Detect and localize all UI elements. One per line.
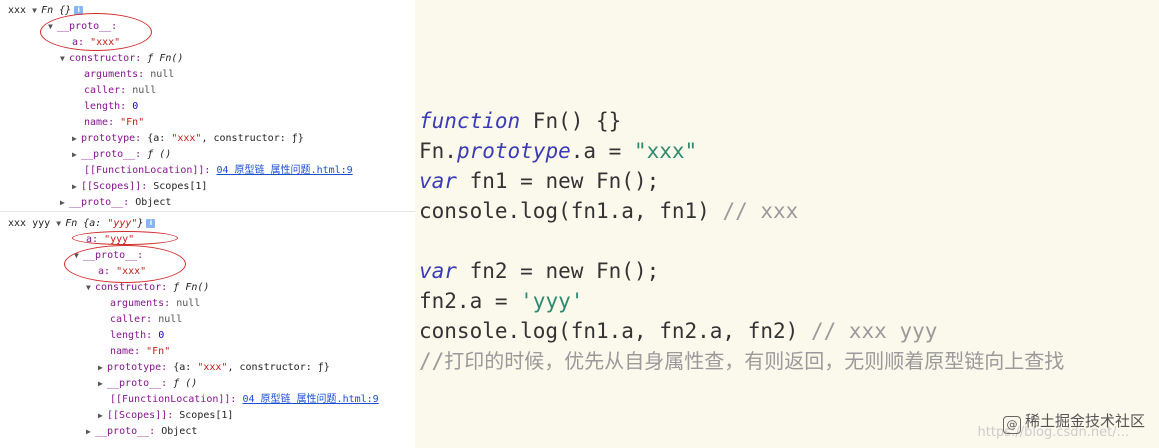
console-entry-2: xxx yyy ▼Fn {a: "yyy"}i a: "yyy" ▼__prot… xyxy=(0,213,415,448)
info-icon: i xyxy=(74,5,84,15)
juejin-logo-icon: @ xyxy=(1002,416,1021,434)
constructor-row[interactable]: ▼constructor: ƒ Fn() xyxy=(86,282,210,293)
prop-row: arguments: null xyxy=(110,298,201,309)
code-line-1: function Fn() {} xyxy=(419,109,622,133)
function-location-row: [[FunctionLocation]]: 04 原型链 属性问题.html:9 xyxy=(84,165,353,176)
console-entry-header[interactable]: xxx ▼ Fn {}i xyxy=(8,4,84,17)
prop-row: length: 0 xyxy=(84,101,139,112)
scopes-row[interactable]: ▶[[Scopes]]: Scopes[1] xyxy=(98,410,234,421)
object-summary: Fn {} xyxy=(41,5,72,16)
expand-triangle-icon[interactable]: ▶ xyxy=(72,182,77,191)
scopes-row[interactable]: ▶[[Scopes]]: Scopes[1] xyxy=(72,181,208,192)
log-label: xxx yyy xyxy=(8,218,51,229)
console-entry-1: xxx ▼Fn {}i ▼__proto__: a: "xxx" ▼constr… xyxy=(0,0,415,212)
annotation-circle xyxy=(72,231,178,245)
expand-triangle-icon[interactable]: ▼ xyxy=(56,219,62,228)
prop-row: caller: null xyxy=(84,85,157,96)
expand-triangle-icon[interactable]: ▼ xyxy=(86,283,91,292)
expand-triangle-icon[interactable]: ▶ xyxy=(98,363,103,372)
expand-triangle-icon[interactable]: ▶ xyxy=(72,150,77,159)
prop-row: caller: null xyxy=(110,314,183,325)
prototype-row[interactable]: ▶prototype: {a: "xxx", constructor: ƒ} xyxy=(72,133,304,144)
expand-triangle-icon[interactable]: ▶ xyxy=(98,411,103,420)
fn-proto-row[interactable]: ▶__proto__: ƒ () xyxy=(72,149,172,160)
constructor-row[interactable]: ▼constructor: ƒ Fn() xyxy=(60,53,184,64)
function-location-row: [[FunctionLocation]]: 04 原型链 属性问题.html:9 xyxy=(110,394,379,405)
prop-row: name: "Fn" xyxy=(110,346,171,357)
console-entry-header[interactable]: xxx yyy ▼Fn {a: "yyy"}i xyxy=(8,217,156,230)
prototype-row[interactable]: ▶prototype: {a: "xxx", constructor: ƒ} xyxy=(98,362,330,373)
prop-row: length: 0 xyxy=(110,330,165,341)
fn-proto-row[interactable]: ▶__proto__: ƒ () xyxy=(98,378,198,389)
expand-triangle-icon[interactable]: ▶ xyxy=(98,379,103,388)
expand-triangle-icon[interactable]: ▶ xyxy=(86,427,91,436)
watermark: @稀土掘金技术社区 xyxy=(1002,410,1145,434)
expand-triangle-icon[interactable]: ▼ xyxy=(60,54,65,63)
code-line-8: //打印的时候，优先从自身属性查，有则返回，无则顺着原型链向上查找 xyxy=(419,349,1065,373)
code-line-5: var fn2 = new Fn(); xyxy=(419,259,660,283)
code-line-7: console.log(fn1.a, fn2.a, fn2) // xxx yy… xyxy=(419,319,938,343)
expand-triangle-icon[interactable]: ▼ xyxy=(32,6,37,15)
code-line-3: var fn1 = new Fn(); xyxy=(419,169,660,193)
prop-row: arguments: null xyxy=(84,69,175,80)
code-line-6: fn2.a = 'yyy' xyxy=(419,289,584,313)
expand-triangle-icon[interactable]: ▶ xyxy=(72,134,77,143)
faint-url-watermark: https://blog.csdn.net/... xyxy=(977,425,1129,440)
log-label: xxx xyxy=(8,5,27,16)
code-line-2: Fn.prototype.a = "xxx" xyxy=(419,139,698,163)
devtools-console: xxx ▼Fn {}i ▼__proto__: a: "xxx" ▼constr… xyxy=(0,0,416,448)
code-line-4: console.log(fn1.a, fn1) // xxx xyxy=(419,199,799,223)
expand-triangle-icon[interactable]: ▶ xyxy=(60,198,65,207)
prop-row: name: "Fn" xyxy=(84,117,145,128)
code-panel: function Fn() {} Fn.prototype.a = "xxx" … xyxy=(415,0,1159,448)
info-icon: i xyxy=(146,218,156,228)
outer-proto-row[interactable]: ▶__proto__: Object xyxy=(60,197,172,208)
annotation-circle xyxy=(40,13,152,51)
source-link[interactable]: 04 原型链 属性问题.html:9 xyxy=(216,165,353,176)
annotation-circle xyxy=(64,245,186,283)
outer-proto-row[interactable]: ▶__proto__: Object xyxy=(86,426,198,437)
source-link[interactable]: 04 原型链 属性问题.html:9 xyxy=(242,394,379,405)
